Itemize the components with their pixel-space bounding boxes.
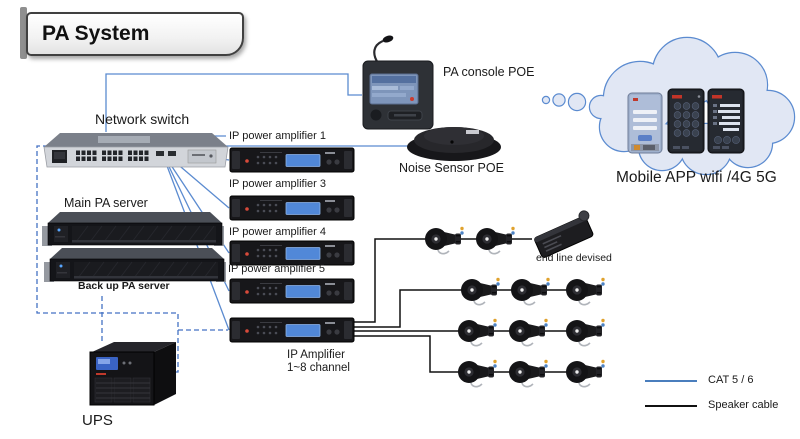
mobile-phone-keypad <box>667 88 705 154</box>
legend-cat5-label: CAT 5 / 6 <box>708 374 754 386</box>
pa-console-label: PA console POE <box>443 65 535 79</box>
horn-speaker <box>565 358 606 388</box>
horn-speaker <box>460 276 501 306</box>
legend-speaker-cable-label: Speaker cable <box>708 399 779 411</box>
legend-cat5-line <box>645 380 697 382</box>
horn-speaker <box>475 226 516 255</box>
ups-unit <box>89 342 176 406</box>
ip-power-amplifier-5 <box>229 278 355 304</box>
horn-speaker <box>510 276 551 306</box>
main-pa-server-label: Main PA server <box>64 196 148 210</box>
ip-amplifier-label-line1: IP Amplifier <box>287 349 345 361</box>
pa-console-device <box>362 35 434 130</box>
mobile-phone-settings <box>707 88 745 154</box>
amp4-label: IP power amplifier 4 <box>229 226 327 238</box>
horn-speaker <box>508 317 549 347</box>
mobile-phone-login <box>627 92 663 154</box>
legend-speaker-cable-line <box>645 405 697 407</box>
amp1-label: IP power amplifier 1 <box>229 130 327 142</box>
horn-speaker <box>424 226 465 255</box>
mobile-app-label: Mobile APP wifi /4G 5G <box>616 169 777 186</box>
horn-speaker <box>457 358 498 388</box>
network-switch <box>43 133 229 168</box>
backup-pa-server-label: Back up PA server <box>78 280 170 292</box>
noise-sensor-label: Noise Sensor POE <box>399 161 504 175</box>
horn-speakers <box>424 226 606 388</box>
horn-speaker <box>508 358 549 388</box>
ups-label: UPS <box>82 412 113 429</box>
ip-power-amplifier-3 <box>229 195 355 221</box>
horn-speaker <box>565 276 606 306</box>
ip-amplifier-label-line2: 1~8 channel <box>287 362 350 374</box>
title-accent-bar <box>20 7 27 59</box>
network-switch-label: Network switch <box>95 111 190 127</box>
end-line-device <box>534 210 594 258</box>
ip-power-amplifier-1 <box>229 147 355 173</box>
backup-pa-server <box>43 247 227 283</box>
amp5-label: IP power amplifier 5 <box>228 263 326 275</box>
end-line-label: end line devised <box>536 252 612 264</box>
cloud <box>541 36 796 176</box>
amp3-label: IP power amplifier 3 <box>229 178 327 190</box>
ip-power-amplifier-4 <box>229 240 355 266</box>
ip-amplifier-1-8-channel <box>229 317 355 343</box>
page-title: PA System <box>26 12 244 56</box>
horn-speaker <box>457 317 498 347</box>
noise-sensor-device <box>407 127 501 161</box>
horn-speaker <box>565 317 606 347</box>
main-pa-server <box>41 211 225 247</box>
